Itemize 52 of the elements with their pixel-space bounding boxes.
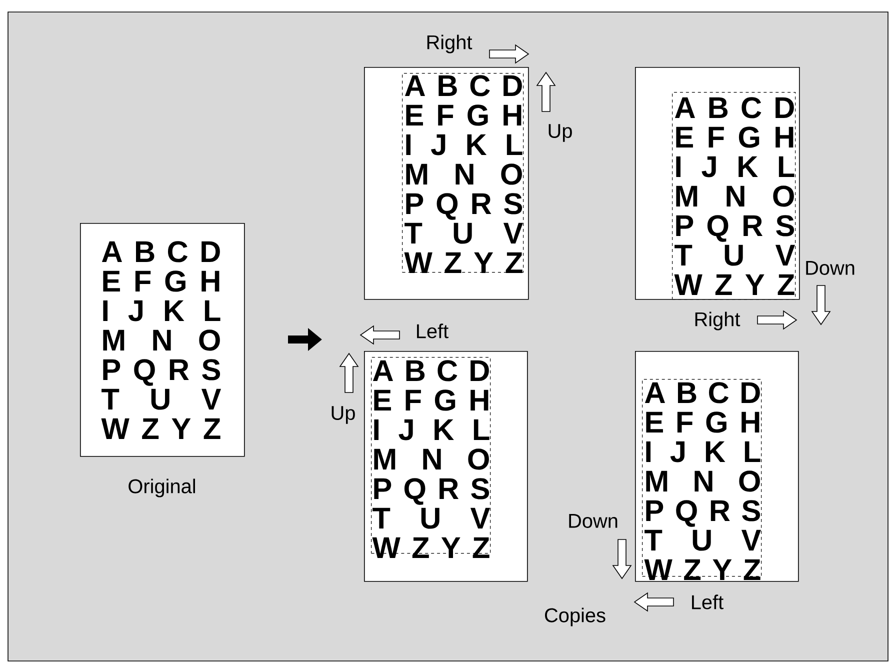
letter-row: M N O	[374, 448, 489, 470]
letter-row: A B C D	[644, 382, 760, 404]
letter-row: P Q R S	[103, 359, 220, 386]
image-area	[672, 92, 796, 300]
letter-row: T U V	[372, 508, 490, 529]
letter-row: I J K L	[676, 156, 794, 178]
letter-row: E F G H	[103, 270, 220, 292]
letter-row: I J K L	[103, 300, 220, 322]
copy-page	[635, 351, 799, 582]
image-area	[642, 379, 762, 580]
letter-row: E F G H	[374, 390, 488, 411]
letter-row: P Q R S	[374, 478, 490, 505]
letter-row: I J K L	[646, 441, 760, 462]
direction-label: Right	[695, 312, 740, 330]
direction-label: Down	[569, 514, 618, 528]
letter-row: W Z Y Z	[674, 274, 794, 295]
caption: Copies	[545, 608, 606, 626]
letter-row: T U V	[404, 222, 523, 244]
letter-row: P Q R S	[646, 500, 760, 527]
direction-label: Up	[548, 124, 572, 142]
letter-row: P Q R S	[406, 193, 522, 220]
letter-row: E F G H	[676, 126, 794, 148]
letter-row: W Z Y Z	[101, 418, 220, 439]
letter-row: M N O	[676, 186, 794, 207]
letter-row: E F G H	[406, 104, 522, 126]
letter-row: I J K L	[374, 419, 490, 440]
letter-row: T U V	[644, 530, 761, 551]
letter-row: T U V	[674, 244, 795, 266]
letter-row: A B C D	[102, 241, 220, 262]
letter-row: W Z Y Z	[644, 559, 760, 580]
letter-row: A B C D	[674, 97, 794, 118]
letter-row: W Z Y Z	[372, 537, 490, 558]
image-area	[371, 357, 491, 558]
page-label: Original	[128, 478, 195, 498]
letter-row: M N O	[646, 470, 760, 492]
image-area	[402, 73, 524, 273]
copy-page	[364, 351, 528, 582]
copy-page	[364, 67, 529, 300]
letter-row: E F G H	[646, 412, 760, 433]
direction-label: Right	[427, 34, 472, 54]
letter-row: I J K L	[406, 134, 522, 156]
letter-row: A B C D	[404, 75, 522, 96]
copy-page	[635, 67, 800, 300]
direction-label: Left	[417, 324, 448, 338]
letter-row: W Z Y Z	[404, 252, 522, 273]
direction-label: Left	[692, 594, 724, 610]
letter-row: M N O	[406, 164, 522, 185]
letter-row: M N O	[103, 330, 220, 351]
original-page	[80, 223, 245, 498]
letter-row: A B C D	[372, 360, 489, 382]
letter-row: P Q R S	[676, 215, 794, 242]
letter-row: T U V	[102, 388, 221, 410]
